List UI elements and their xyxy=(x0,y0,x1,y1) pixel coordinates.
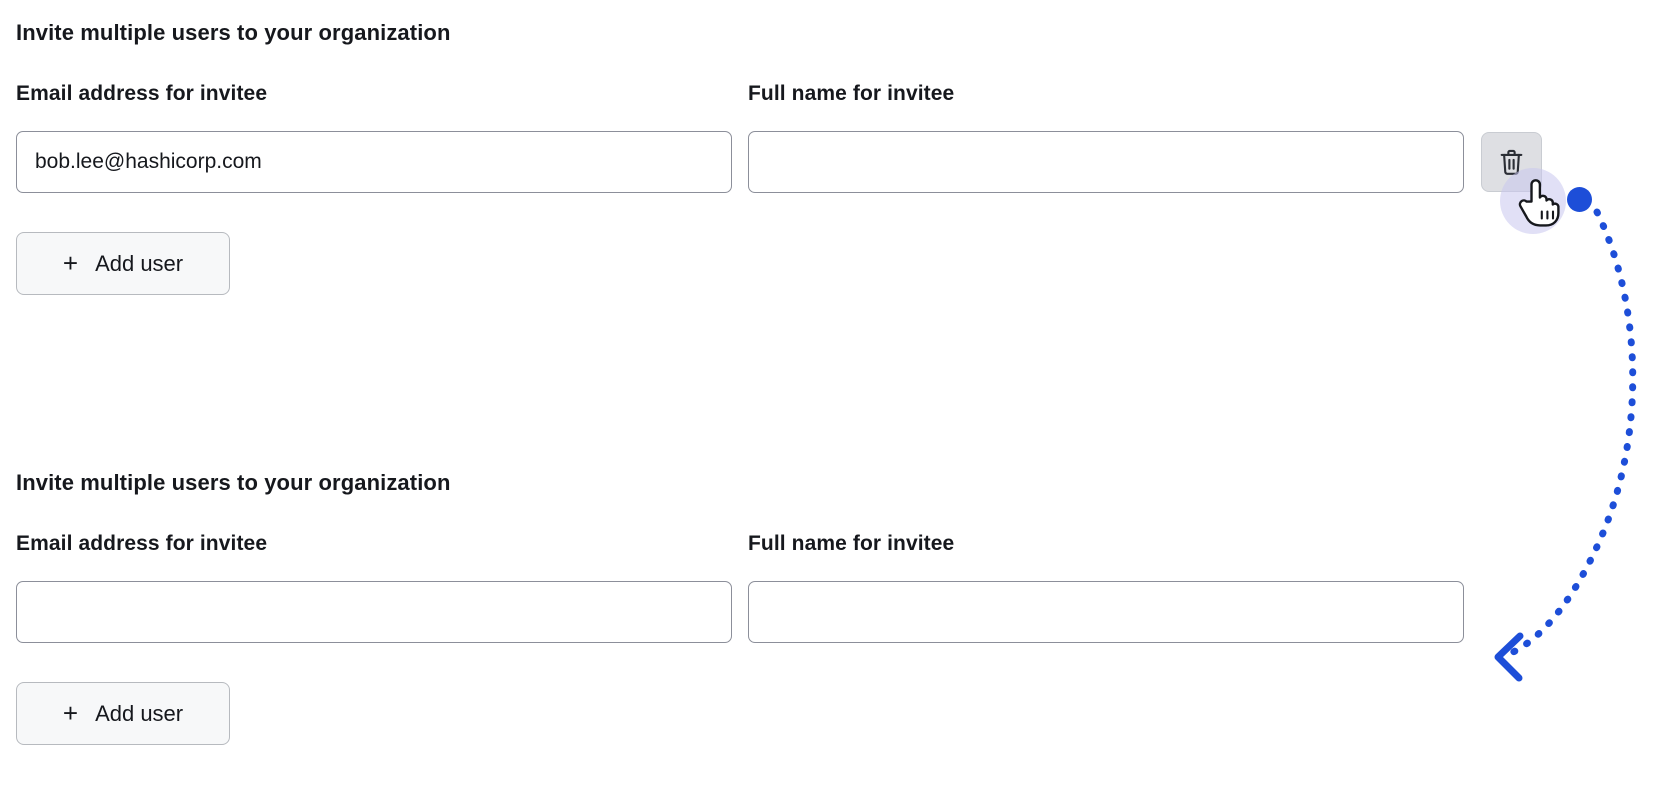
click-point-marker xyxy=(1567,187,1592,212)
arrow-left-icon xyxy=(1494,632,1524,682)
email-input-2[interactable] xyxy=(16,581,732,643)
add-user-button-label: Add user xyxy=(95,250,184,276)
add-user-button-2[interactable]: + Add user xyxy=(16,682,230,745)
plus-icon: + xyxy=(62,247,79,278)
page-title-2: Invite multiple users to your organizati… xyxy=(16,470,451,495)
page-title: Invite multiple users to your organizati… xyxy=(16,20,451,45)
trash-icon xyxy=(1498,148,1525,177)
add-user-button-label-2: Add user xyxy=(95,700,184,726)
delete-row-button[interactable] xyxy=(1481,132,1542,192)
full-name-field-label-2: Full name for invitee xyxy=(748,532,955,555)
plus-icon-2: + xyxy=(62,697,79,728)
full-name-input[interactable] xyxy=(748,131,1464,193)
email-input[interactable] xyxy=(16,131,732,193)
email-field-label: Email address for invitee xyxy=(16,82,268,105)
email-field-label-2: Email address for invitee xyxy=(16,532,268,555)
add-user-button[interactable]: + Add user xyxy=(16,232,230,295)
full-name-field-label: Full name for invitee xyxy=(748,82,955,105)
full-name-input-2[interactable] xyxy=(748,581,1464,643)
